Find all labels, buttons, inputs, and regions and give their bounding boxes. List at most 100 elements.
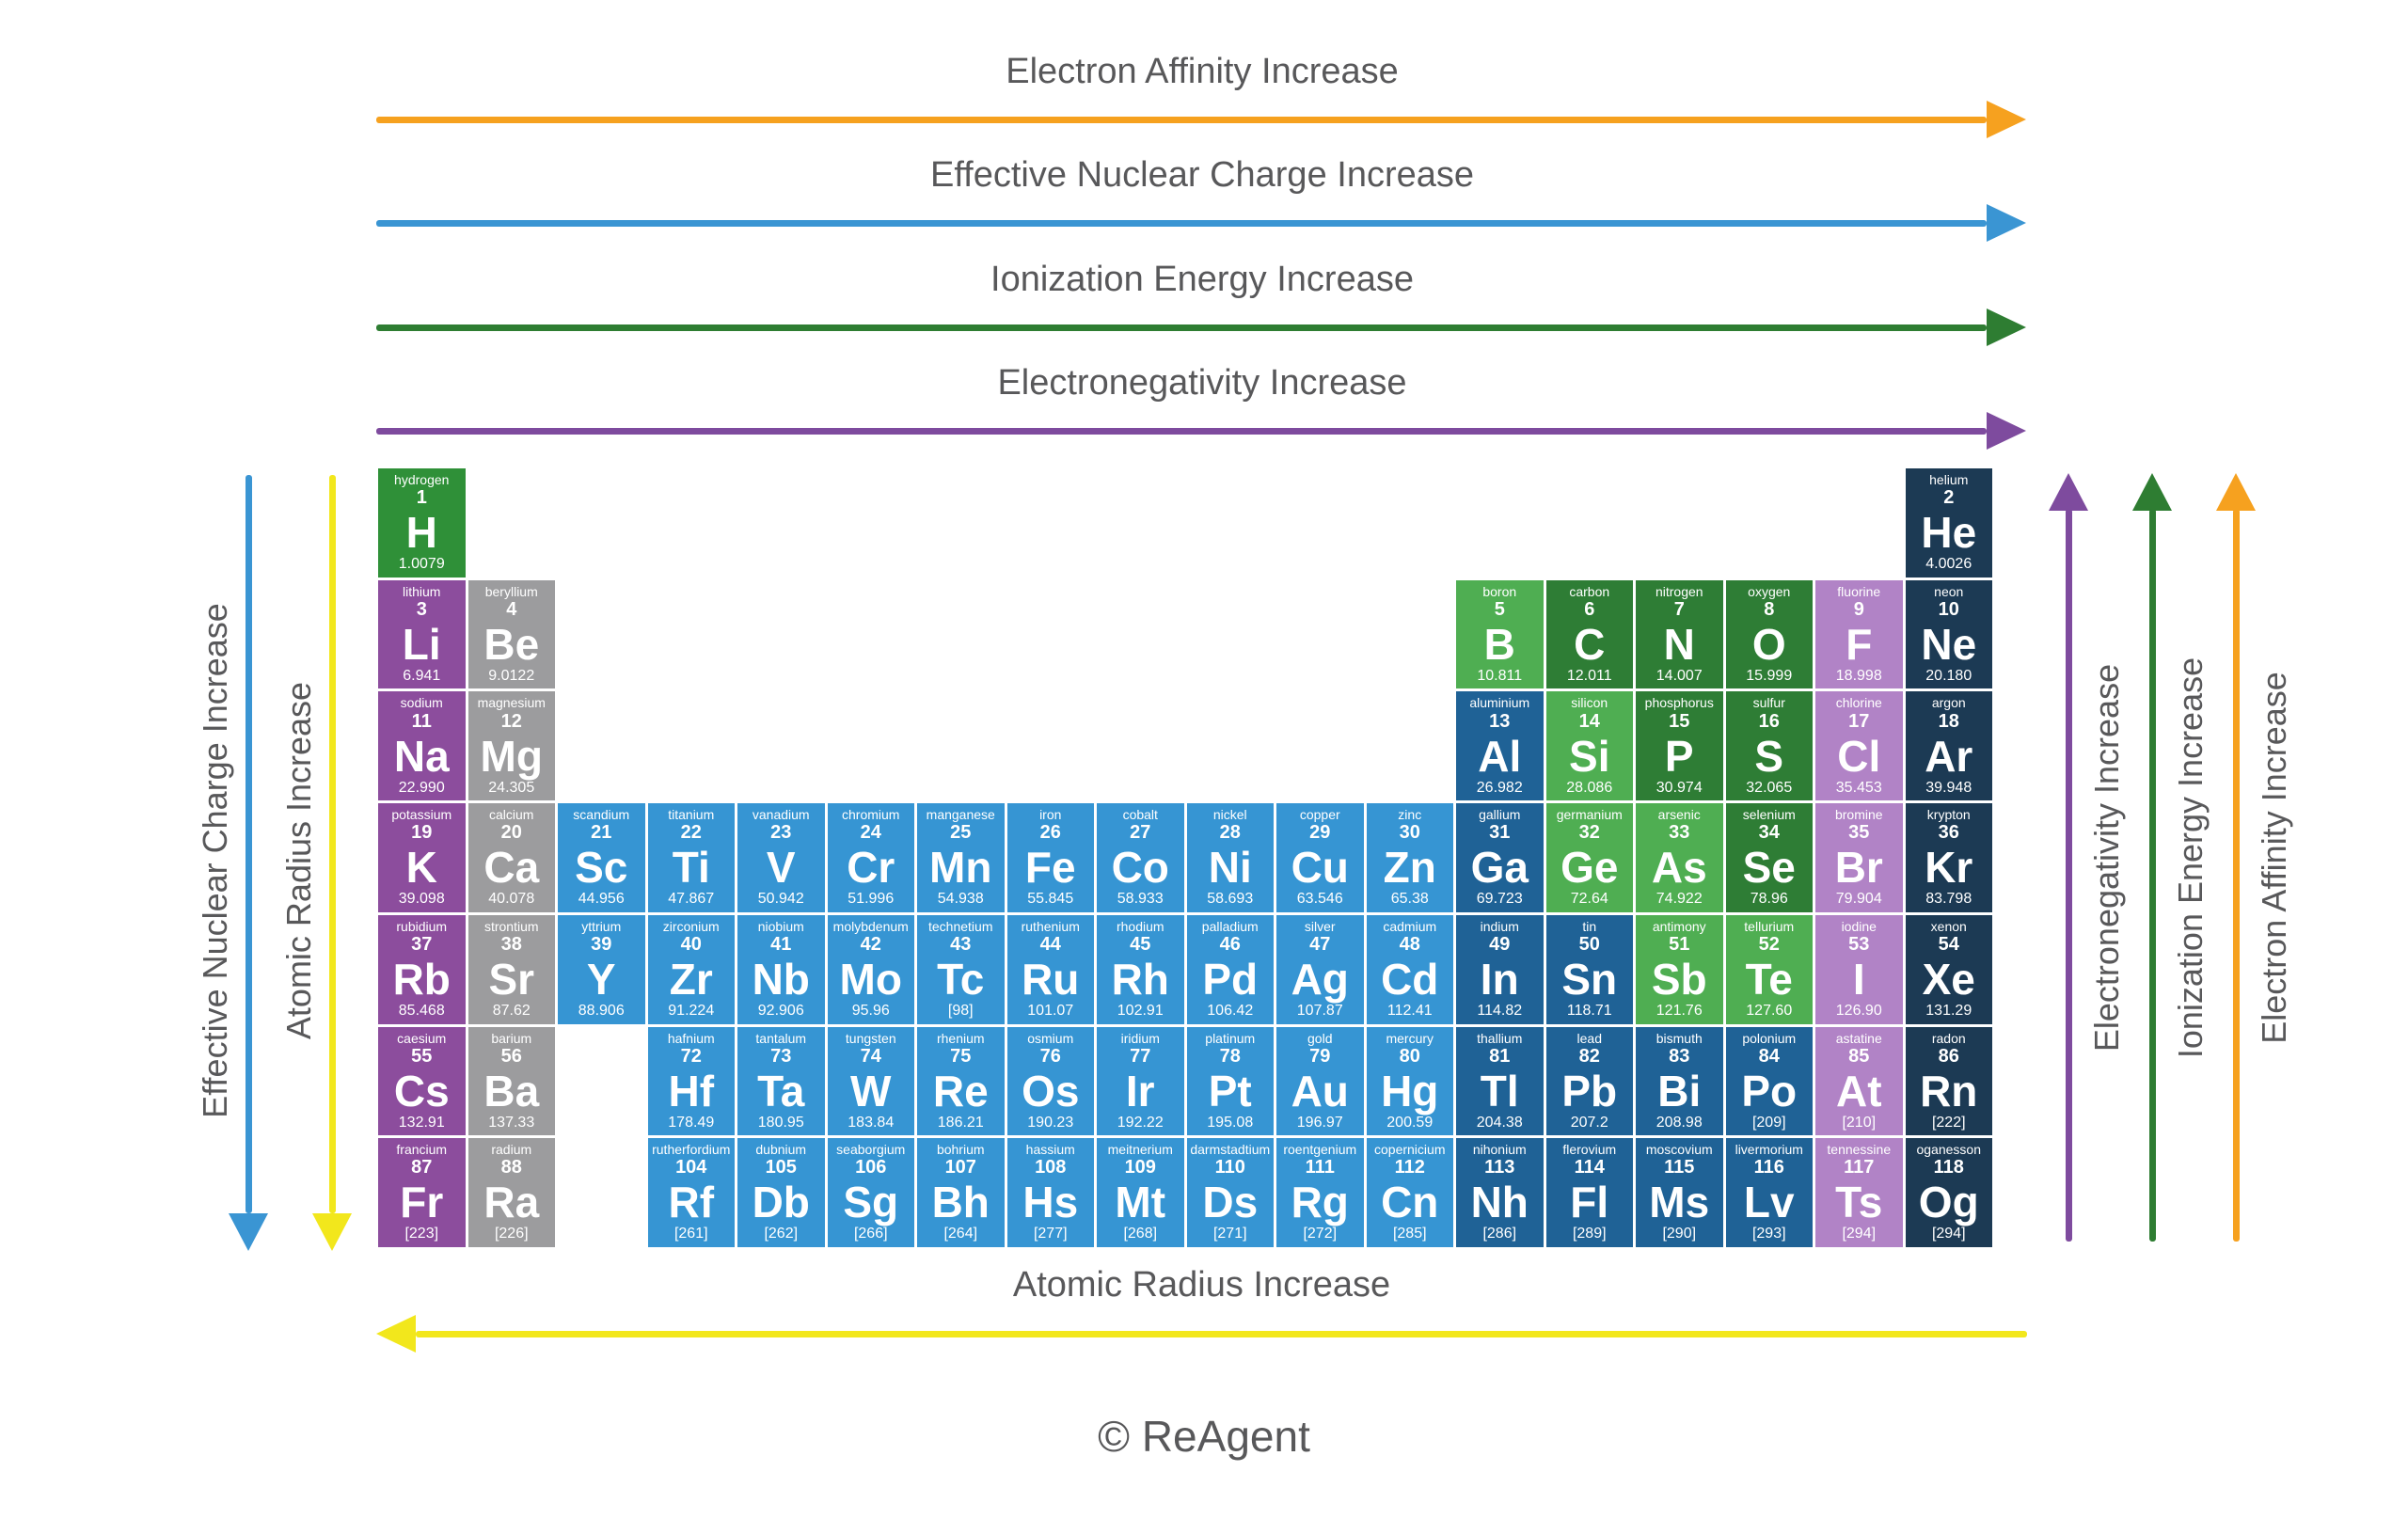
- atomic-mass: 208.98: [1656, 1114, 1703, 1131]
- atomic-number: 3: [416, 598, 427, 620]
- element-name: tungsten: [845, 1030, 896, 1046]
- atomic-mass: 51.996: [848, 891, 895, 908]
- atomic-mass: 69.723: [1476, 891, 1523, 908]
- element-symbol: Rg: [1291, 1178, 1349, 1227]
- atomic-number: 115: [1664, 1157, 1695, 1179]
- element-name: radium: [491, 1142, 532, 1158]
- atomic-mass: 112.41: [1386, 1002, 1433, 1019]
- atomic-mass: [271]: [1212, 1226, 1247, 1242]
- atomic-mass: 32.065: [1746, 779, 1793, 796]
- atomic-number: 29: [1309, 822, 1331, 844]
- atomic-mass: [266]: [853, 1226, 888, 1242]
- atomic-number: 24: [860, 822, 881, 844]
- atomic-number: 87: [411, 1157, 433, 1179]
- atomic-number: 106: [855, 1157, 887, 1179]
- element-name: tin: [1582, 918, 1597, 934]
- atomic-mass: 20.180: [1925, 667, 1972, 684]
- atomic-mass: [264]: [943, 1226, 978, 1242]
- trend-arrow-electron-affinity-increase-right: [2233, 509, 2240, 1242]
- element-symbol: O: [1751, 619, 1786, 669]
- atomic-mass: 87.62: [492, 1002, 531, 1019]
- arrow-head-left-icon: [376, 1315, 416, 1353]
- atomic-number: 111: [1305, 1157, 1335, 1179]
- element-name: palladium: [1201, 918, 1259, 934]
- atomic-mass: 28.086: [1566, 779, 1613, 796]
- element-name: manganese: [926, 807, 995, 823]
- element-symbol: V: [766, 843, 796, 893]
- element-name: nickel: [1212, 807, 1247, 823]
- element-name: bismuth: [1656, 1030, 1703, 1046]
- element-symbol: Tc: [937, 954, 985, 1004]
- element-symbol: Au: [1291, 1066, 1349, 1116]
- element-name: lead: [1576, 1030, 1602, 1046]
- element-name: ruthenium: [1021, 918, 1080, 934]
- element-name: tellurium: [1744, 918, 1795, 934]
- atomic-mass: 83.798: [1925, 891, 1972, 908]
- element-name: oganesson: [1916, 1142, 1981, 1158]
- atomic-number: 76: [1039, 1045, 1061, 1067]
- trend-label-effective-nuclear-charge-increase-top: Effective Nuclear Charge Increase: [929, 155, 1475, 195]
- element-name: silver: [1304, 918, 1336, 934]
- atomic-number: 52: [1758, 933, 1780, 955]
- element-name: iron: [1039, 807, 1062, 823]
- element-name: silicon: [1571, 695, 1608, 711]
- element-name: hydrogen: [394, 472, 450, 487]
- atomic-mass: 58.933: [1117, 891, 1164, 908]
- element-name: neon: [1934, 583, 1964, 599]
- element-symbol: Ra: [483, 1178, 540, 1227]
- atomic-number: 45: [1130, 933, 1151, 955]
- element-symbol: Ge: [1560, 843, 1619, 893]
- element-name: krypton: [1926, 807, 1971, 823]
- trend-arrow-electron-affinity-increase-top: [376, 117, 1987, 123]
- element-name: chromium: [842, 807, 900, 823]
- atomic-mass: 65.38: [1390, 891, 1429, 908]
- atomic-mass: [222]: [1931, 1114, 1966, 1131]
- atomic-number: 27: [1130, 822, 1151, 844]
- element-symbol: Cn: [1381, 1178, 1439, 1227]
- element-name: nihonium: [1472, 1142, 1527, 1158]
- atomic-number: 5: [1494, 598, 1505, 620]
- element-name: aluminium: [1469, 695, 1530, 711]
- atomic-mass: 178.49: [668, 1114, 715, 1131]
- atomic-mass: 63.546: [1296, 891, 1343, 908]
- atomic-number: 15: [1669, 710, 1690, 732]
- element-symbol: Ba: [483, 1066, 540, 1116]
- element-symbol: Hf: [668, 1066, 715, 1116]
- element-name: rubidium: [396, 918, 448, 934]
- atomic-number: 42: [860, 933, 881, 955]
- atomic-number: 9: [1853, 598, 1864, 620]
- atomic-number: 28: [1219, 822, 1241, 844]
- atomic-number: 44: [1039, 933, 1061, 955]
- element-name: thallium: [1477, 1030, 1523, 1046]
- atomic-number: 84: [1758, 1045, 1780, 1067]
- element-symbol: Ru: [1022, 954, 1080, 1004]
- element-symbol: Sb: [1651, 954, 1707, 1004]
- atomic-mass: 132.91: [398, 1114, 445, 1131]
- arrow-head-right-icon: [1987, 101, 2026, 138]
- element-symbol: P: [1664, 731, 1694, 781]
